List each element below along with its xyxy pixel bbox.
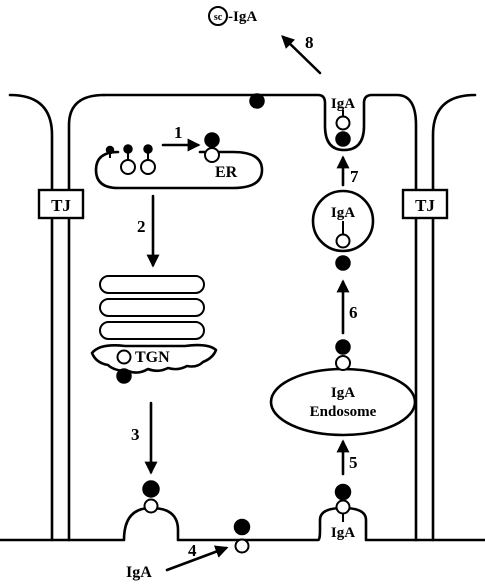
er-receptor <box>120 159 136 175</box>
endosome-receptor <box>335 355 351 371</box>
basal-membrane <box>0 506 485 542</box>
vesicle-outline <box>311 189 375 253</box>
golgi-stack <box>99 275 205 340</box>
free-secretory-component <box>249 93 265 109</box>
tight-junction-right: TJ <box>401 188 449 220</box>
er-outline <box>94 150 264 190</box>
vesicle-iga-label: IgA <box>331 205 355 221</box>
basolateral-receptor-circle <box>234 538 250 554</box>
step-6-label: 6 <box>349 303 358 322</box>
endosome-label: Endosome <box>310 404 377 420</box>
pathway-arrows <box>144 35 350 572</box>
endosome-ligand <box>335 339 351 355</box>
basal-receptor-left <box>143 498 159 514</box>
tight-junction-left: TJ <box>37 188 85 220</box>
apical-ligand <box>335 131 351 147</box>
vesicle-receptor <box>335 233 351 249</box>
arrow-step-4 <box>165 545 229 572</box>
apical-iga-label: IgA <box>331 96 355 112</box>
tgn-label: TGN <box>135 349 170 366</box>
step-numbers: 1 2 3 4 5 6 7 8 <box>131 33 359 560</box>
step-3-label: 3 <box>131 425 140 444</box>
tj-right-label: TJ <box>415 196 435 215</box>
basal-iga-label-right: IgA <box>331 525 355 541</box>
pigr-receptor <box>204 147 220 163</box>
step-8-label: 8 <box>305 33 314 52</box>
basal-ligand-right <box>334 483 352 501</box>
basal-ligand-left <box>142 480 160 498</box>
basolateral-receptor <box>233 518 251 554</box>
sc-circle <box>208 6 228 26</box>
endosome-iga-label: IgA <box>331 385 355 401</box>
trans-golgi-network: TGN <box>90 343 218 384</box>
right-cell-membrane <box>431 93 477 542</box>
step-5-label: 5 <box>349 453 358 472</box>
tgn-receptor <box>116 349 132 365</box>
tgn-outline <box>90 343 218 374</box>
basal-receptor-right <box>335 499 351 515</box>
er-label: ER <box>215 164 238 181</box>
step-7-label: 7 <box>350 167 359 186</box>
ribosome <box>143 144 153 154</box>
step-1-label: 1 <box>174 123 183 142</box>
basal-pit-right: IgA <box>331 483 355 541</box>
basal-pit-left <box>142 480 160 514</box>
apical-pit: IgA <box>249 93 355 147</box>
iga-entry-label: IgA <box>126 564 152 581</box>
endosome: IgA Endosome <box>269 339 417 437</box>
cell-outline <box>0 93 485 542</box>
endosome-outline <box>269 367 417 437</box>
ribosome <box>123 144 133 154</box>
step-2-label: 2 <box>137 217 146 236</box>
apical-receptor <box>335 115 351 131</box>
tgn-ligand <box>116 368 132 384</box>
basolateral-ligand <box>233 518 251 536</box>
transcytotic-vesicle: IgA <box>311 189 375 271</box>
pigr-ligand <box>204 132 220 148</box>
arrow-step-8 <box>281 35 322 75</box>
left-cell-membrane <box>8 93 54 542</box>
endoplasmic-reticulum: ER <box>94 132 264 190</box>
ribosome <box>105 145 115 155</box>
sc-iga-product: sc -IgA <box>208 6 257 26</box>
er-receptor <box>140 159 156 175</box>
sc-label: sc <box>214 12 223 23</box>
step-4-label: 4 <box>188 541 197 560</box>
sc-iga-label: -IgA <box>228 9 257 25</box>
vesicle-ligand <box>335 255 351 271</box>
main-cell-left-membrane <box>67 93 106 542</box>
apical-membrane <box>102 93 418 542</box>
tj-left-label: TJ <box>51 196 71 215</box>
